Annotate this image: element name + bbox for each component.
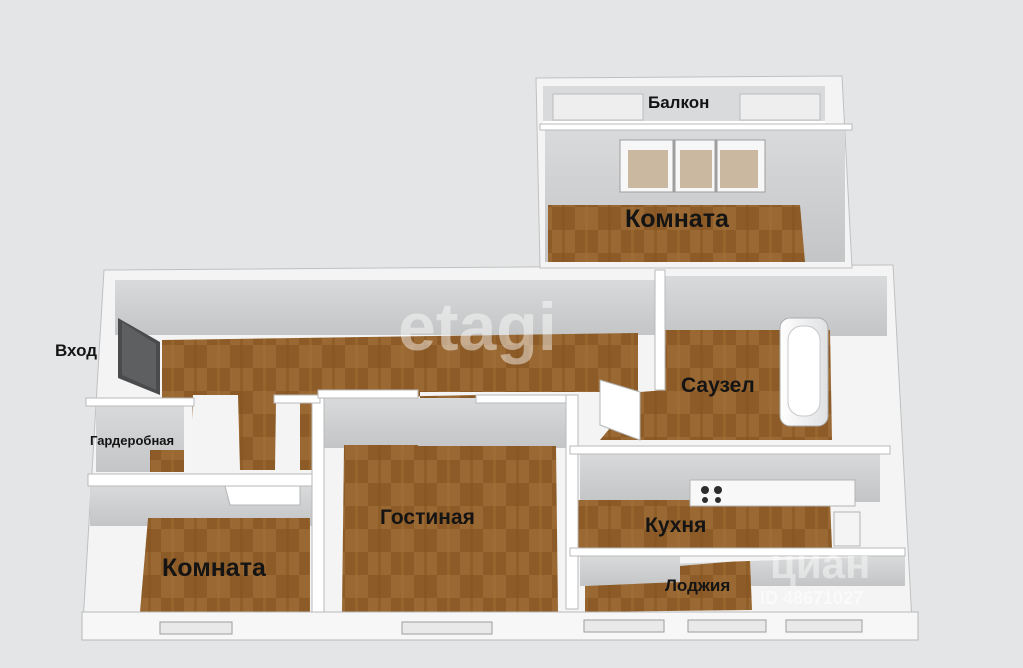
etagi-watermark: etagi xyxy=(398,289,557,365)
wardrobe-label: Гардеробная xyxy=(90,433,175,448)
kitchen-room xyxy=(570,452,880,550)
loggia-label: Лоджия xyxy=(665,576,731,595)
room-bottom xyxy=(90,485,312,612)
room-top xyxy=(545,130,845,262)
balcony-label: Балкон xyxy=(648,93,710,112)
living-room xyxy=(320,398,570,612)
room-bottom-label: Комната xyxy=(162,554,266,582)
cian-id-watermark: ID 48671027 xyxy=(760,588,864,608)
bathroom-room xyxy=(599,276,887,441)
cian-watermark: циан xyxy=(770,540,871,587)
entrance-label: Вход xyxy=(55,341,98,360)
wardrobe-room xyxy=(96,400,192,472)
kitchen-label: Кухня xyxy=(645,514,707,537)
loggia-room xyxy=(580,548,906,612)
hallway xyxy=(115,280,655,470)
interior-walls xyxy=(85,123,906,617)
living-room-label: Гостиная xyxy=(380,506,475,529)
room-top-label: Комната xyxy=(625,205,729,233)
bathroom-label: Саузел xyxy=(681,374,755,397)
front-walls xyxy=(81,611,919,641)
